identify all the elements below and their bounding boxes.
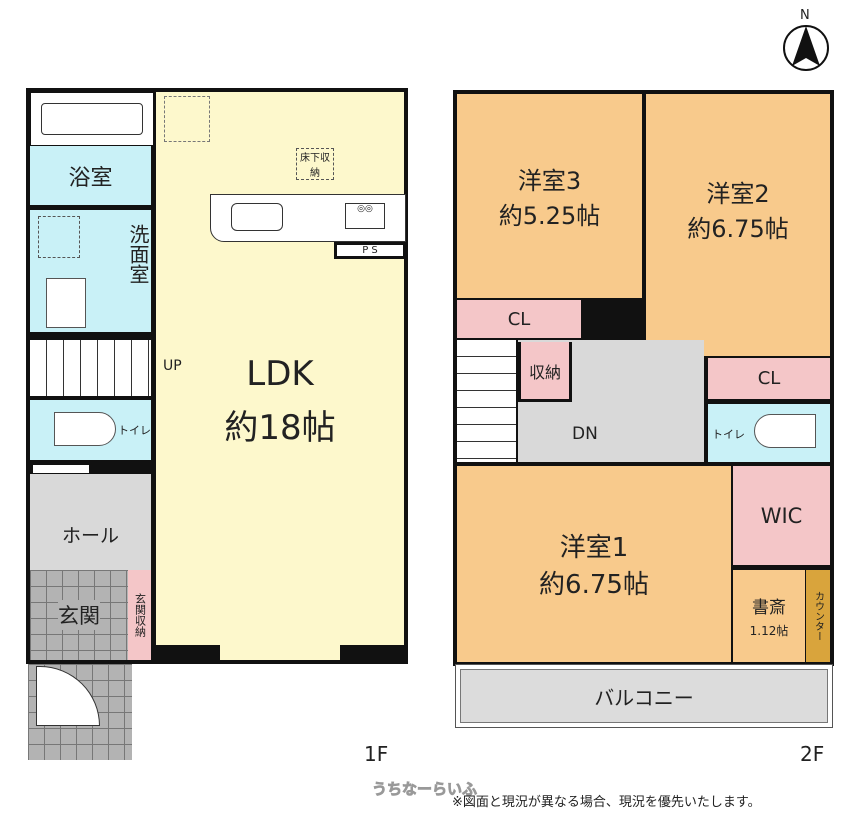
entrance-storage: 玄関収納 — [128, 570, 154, 660]
entrance-steps[interactable] — [28, 664, 132, 760]
room-toilet-1f: トイレ — [30, 400, 154, 460]
disclaimer-note: ※図面と現況が異なる場合、現況を優先いたします。 — [452, 795, 761, 810]
room2-size: 約6.75帖 — [687, 215, 789, 243]
ldk-name: LDK — [246, 353, 314, 394]
stairs-down-label: DN — [572, 424, 598, 444]
balcony: バルコニー — [455, 664, 833, 728]
room-western-1: 洋室1 約6.75帖 — [457, 466, 731, 662]
washroom-label: 洗面室 — [126, 224, 150, 284]
room-bathroom: 浴室 — [30, 146, 154, 208]
stairs-1f[interactable] — [30, 340, 154, 396]
study-name: 書斎 — [752, 598, 786, 618]
stairs-up-label: UP — [163, 358, 182, 374]
room-toilet-2f: トイレ — [705, 404, 830, 462]
stairs-2f[interactable] — [457, 340, 517, 462]
room-western-3: 洋室3 約5.25帖 — [457, 94, 642, 298]
room-ldk: LDK 約18帖 床下収納 ◎◎ P S — [156, 92, 406, 660]
room1-name: 洋室1 — [559, 533, 629, 563]
toilet-label: トイレ — [118, 424, 151, 437]
closet-room3[interactable]: CL — [457, 298, 581, 338]
storage-label: 収納 — [528, 362, 561, 382]
wic-label: WIC — [760, 503, 803, 528]
room1-size: 約6.75帖 — [539, 570, 649, 600]
study-size: 1.12帖 — [749, 624, 789, 638]
walk-in-closet[interactable]: WIC — [733, 466, 830, 568]
closet-label: CL — [757, 368, 781, 389]
room2-name: 洋室2 — [706, 180, 770, 208]
hall-label: ホール — [61, 524, 119, 547]
ps-label: P S — [334, 242, 406, 259]
shoe-shelf — [32, 464, 90, 474]
storage-2f[interactable]: 収納 — [518, 342, 572, 402]
room-entrance: 玄関 — [30, 570, 128, 660]
room3-size: 約5.25帖 — [498, 202, 601, 230]
underfloor-storage-label: 床下収納 — [296, 148, 334, 180]
toilet-label: トイレ — [712, 428, 745, 441]
watermark-logo: うちなーらいふ — [372, 780, 478, 799]
floor2-label: 2F — [800, 742, 825, 766]
counter-label: カウンター — [812, 591, 824, 641]
closet-label: CL — [507, 308, 531, 330]
compass-north-label: N — [800, 8, 810, 23]
room-washroom: 洗面室 — [30, 210, 154, 332]
entrance-storage-label: 玄関収納 — [133, 593, 147, 637]
bathtub-area — [30, 92, 154, 146]
kitchen-counter: ◎◎ — [210, 194, 406, 242]
room-study: 書斎 1.12帖 — [733, 570, 805, 662]
north-arrow-icon — [783, 25, 829, 71]
room3-name: 洋室3 — [517, 167, 582, 195]
bathroom-label: 浴室 — [68, 165, 113, 191]
room-western-2: 洋室2 約6.75帖 — [646, 94, 830, 356]
counter: カウンター — [805, 570, 830, 662]
floor1-label: 1F — [364, 742, 389, 766]
compass: N — [776, 8, 836, 72]
room-hall: ホール — [30, 474, 154, 570]
ldk-size: 約18帖 — [224, 407, 336, 448]
stove-icon: ◎◎ — [345, 203, 385, 229]
balcony-label: バルコニー — [594, 685, 694, 710]
closet-room2[interactable]: CL — [705, 358, 830, 402]
entrance-label: 玄関 — [58, 600, 100, 630]
